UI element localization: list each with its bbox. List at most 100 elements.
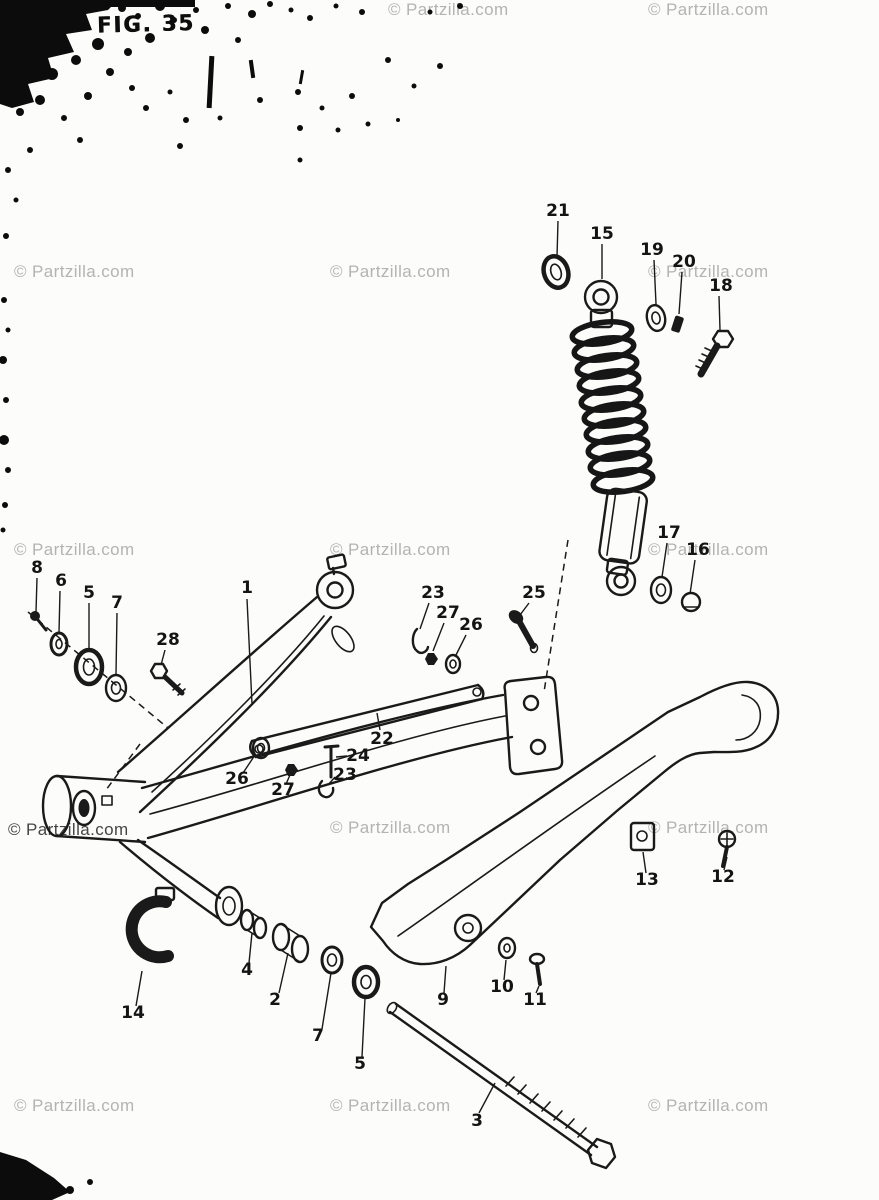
callout-label: 27 — [436, 603, 460, 623]
callout-11: 11 — [523, 985, 547, 1010]
watermark: © Partzilla.com — [648, 818, 769, 837]
shock-absorber — [569, 279, 656, 597]
callout-10: 10 — [490, 959, 514, 997]
watermark: © Partzilla.com — [330, 262, 451, 281]
callout-label: 26 — [225, 769, 249, 789]
watermark: © Partzilla.com — [648, 262, 769, 281]
nut-27-lower — [285, 764, 298, 776]
brace-rod-22 — [249, 683, 485, 759]
watermark: © Partzilla.com — [8, 820, 129, 839]
callout-5-lower: 5 — [354, 997, 366, 1074]
callout-label: 9 — [437, 990, 449, 1010]
callout-5-upper: 5 — [83, 583, 95, 649]
bolt-18 — [695, 329, 735, 378]
callout-label: 5 — [83, 583, 95, 603]
swingarm — [41, 553, 564, 927]
callout-label: 2 — [269, 990, 281, 1010]
clip-23-lower — [317, 779, 335, 799]
callout-label: 12 — [711, 867, 735, 887]
callout-4: 4 — [241, 932, 253, 980]
callout-23-lower: 23 — [327, 765, 357, 786]
callout-26-lower: 26 — [225, 754, 256, 789]
spacer-4 — [239, 908, 268, 940]
callout-label: 14 — [121, 1003, 145, 1023]
washer-17 — [649, 575, 673, 605]
cap-nut-16 — [680, 591, 702, 613]
watermark: © Partzilla.com — [330, 818, 451, 837]
mount-tab-13 — [629, 821, 656, 852]
callout-label: 6 — [55, 571, 67, 591]
washer-6 — [49, 631, 69, 657]
scan-noise — [0, 0, 463, 1200]
washer-26-upper — [444, 653, 462, 675]
callout-label: 28 — [156, 630, 180, 650]
callout-label: 16 — [686, 540, 710, 560]
pin-24 — [323, 744, 340, 779]
callout-label: 1 — [241, 578, 253, 598]
watermark: © Partzilla.com — [330, 540, 451, 559]
washer-19 — [645, 303, 667, 333]
callout-label: 5 — [354, 1054, 366, 1074]
callout-9: 9 — [437, 965, 449, 1010]
callout-label: 26 — [459, 615, 483, 635]
callout-23-upper: 23 — [419, 583, 445, 630]
callout-15: 15 — [590, 224, 614, 279]
callout-label: 7 — [111, 593, 123, 613]
callout-25: 25 — [519, 583, 546, 616]
callout-label: 27 — [271, 780, 295, 800]
washer-5-lower — [351, 964, 381, 1000]
washer-7-upper — [104, 673, 128, 703]
callout-8: 8 — [31, 558, 43, 613]
watermark: © Partzilla.com — [388, 0, 509, 19]
clip-23-upper — [411, 627, 430, 655]
callout-label: 8 — [31, 558, 43, 578]
callout-label: 18 — [709, 276, 733, 296]
callout-17: 17 — [657, 523, 681, 578]
dust-seal-5-upper — [73, 647, 105, 687]
callout-label: 20 — [672, 252, 696, 272]
callout-14: 14 — [121, 970, 145, 1023]
callout-19: 19 — [640, 240, 664, 305]
callouts: 21 15 19 20 18 17 — [31, 201, 735, 1131]
watermark: © Partzilla.com — [648, 540, 769, 559]
callout-label: 3 — [471, 1111, 483, 1131]
shock-mount-washer-21 — [541, 254, 571, 290]
bolt-12 — [717, 829, 737, 868]
callout-label: 11 — [523, 990, 547, 1010]
callout-18: 18 — [709, 276, 733, 331]
callout-label: 22 — [370, 729, 394, 749]
callout-7-lower: 7 — [312, 972, 332, 1046]
callout-27-lower: 27 — [271, 774, 295, 800]
watermark: © Partzilla.com — [14, 262, 135, 281]
callout-20: 20 — [672, 252, 696, 315]
chain-buffer-14 — [125, 886, 176, 964]
callout-28: 28 — [156, 630, 180, 666]
callout-label: 24 — [346, 746, 370, 766]
callout-13: 13 — [635, 851, 659, 890]
bolt-11 — [528, 952, 546, 986]
stud-20 — [671, 315, 684, 333]
washer-7-lower — [320, 945, 344, 975]
bushing-2 — [271, 922, 310, 964]
watermark: © Partzilla.com — [330, 1096, 451, 1115]
callout-label: 23 — [333, 765, 357, 785]
callout-2: 2 — [269, 952, 289, 1010]
callout-label: 7 — [312, 1026, 324, 1046]
nut-27-upper — [425, 653, 438, 665]
callout-label: 13 — [635, 870, 659, 890]
callout-label: 21 — [546, 201, 570, 221]
callout-label: 17 — [657, 523, 681, 543]
bolt-28 — [149, 662, 186, 696]
watermark: © Partzilla.com — [14, 1096, 135, 1115]
callout-label: 10 — [490, 977, 514, 997]
callout-12: 12 — [711, 856, 735, 887]
callout-24: 24 — [335, 746, 370, 766]
watermark: © Partzilla.com — [648, 0, 769, 19]
callout-21: 21 — [546, 201, 570, 258]
callout-16: 16 — [686, 540, 710, 595]
callout-label: 23 — [421, 583, 445, 603]
callout-7-upper: 7 — [111, 593, 123, 675]
callout-label: 15 — [590, 224, 614, 244]
